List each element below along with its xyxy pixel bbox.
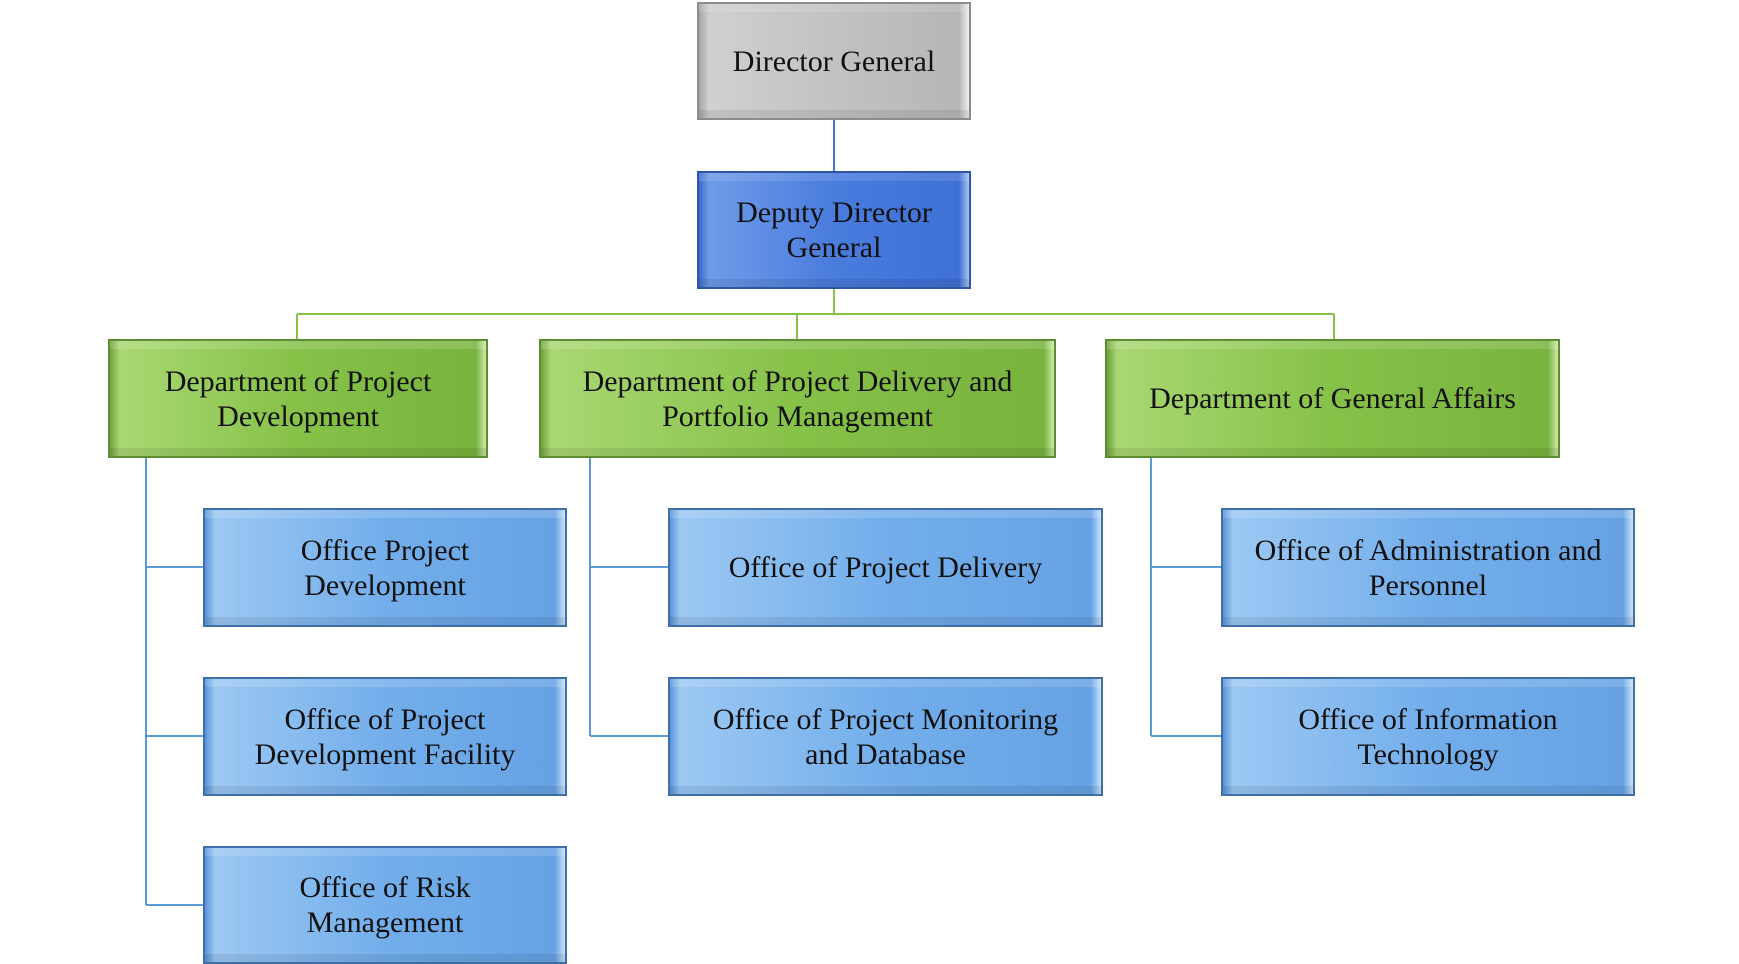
department-general-affairs-box: Department of General Affairs: [1105, 339, 1560, 458]
office-risk-management-box: Office of Risk Management: [203, 846, 567, 964]
office-project-development-facility-label: Office of Project Development Facility: [254, 702, 516, 771]
office-project-development-facility-box: Office of Project Development Facility: [203, 677, 567, 796]
office-risk-management-label: Office of Risk Management: [299, 871, 471, 939]
deputy-director-general-box: Deputy Director General: [697, 171, 971, 289]
office-project-delivery-label: Office of Project Delivery: [728, 551, 1043, 584]
deputy-director-general-label: Deputy Director General: [736, 196, 932, 264]
department-project-development-box: Department of Project Development: [108, 339, 488, 458]
office-project-development-box: Office Project Development: [203, 508, 567, 627]
department-project-delivery-label: Department of Project Delivery and Portf…: [582, 364, 1013, 433]
department-project-development-label: Department of Project Development: [164, 364, 432, 433]
director-general-box: Director General: [697, 2, 971, 120]
office-project-delivery-box: Office of Project Delivery: [668, 508, 1103, 627]
office-project-monitoring-box: Office of Project Monitoring and Databas…: [668, 677, 1103, 796]
department-project-delivery-box: Department of Project Delivery and Portf…: [539, 339, 1056, 458]
office-information-technology-box: Office of Information Technology: [1221, 677, 1635, 796]
office-administration-personnel-label: Office of Administration and Personnel: [1254, 533, 1602, 602]
director-general-label: Director General: [732, 44, 936, 78]
office-project-development-label: Office Project Development: [300, 533, 470, 602]
office-project-monitoring-label: Office of Project Monitoring and Databas…: [712, 702, 1059, 771]
office-information-technology-label: Office of Information Technology: [1298, 702, 1558, 771]
department-general-affairs-label: Department of General Affairs: [1149, 382, 1516, 415]
office-administration-personnel-box: Office of Administration and Personnel: [1221, 508, 1635, 627]
